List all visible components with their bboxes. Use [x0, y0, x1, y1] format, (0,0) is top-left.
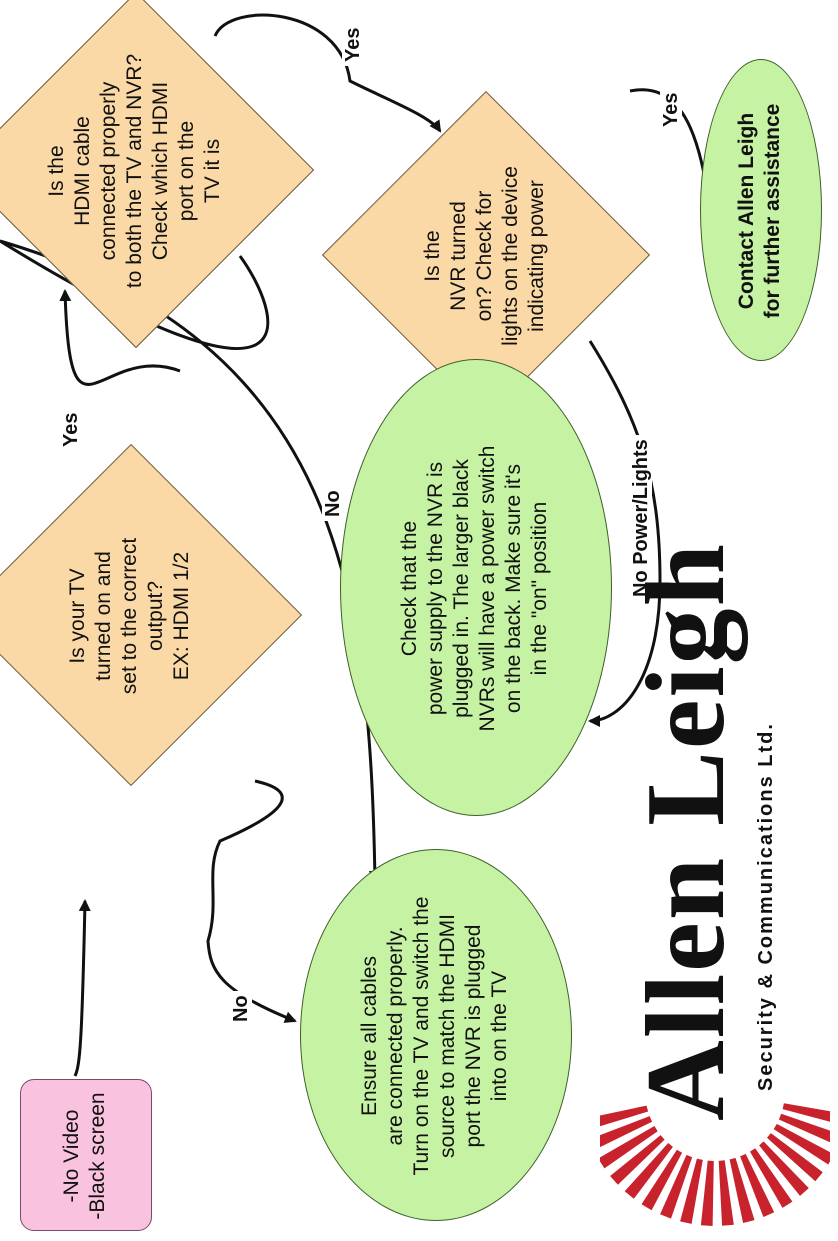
power-supply-text: Check that the power supply to the NVR i… [398, 445, 551, 732]
start-node-text: -No Video -Black screen [60, 1092, 109, 1220]
edge-label-hdmi-no: No [322, 486, 344, 521]
edge-hdmi-yes [213, 13, 442, 133]
logo-tagline: Security & Communications Ltd. [755, 722, 777, 1091]
logo-ray [660, 1154, 693, 1219]
logo-ray [600, 1126, 658, 1169]
logo-ray [729, 1157, 755, 1223]
logo-ray [740, 1153, 775, 1217]
edge-label-nvr-yes: Yes [660, 88, 682, 131]
logo-ray [600, 1116, 653, 1151]
logo-ray [759, 1141, 809, 1196]
edge-nvr-no [588, 340, 662, 727]
logo-ray [773, 1123, 830, 1165]
logo-ray [600, 1105, 649, 1131]
edge-label-tv-no: No [230, 991, 252, 1026]
allen-leigh-logo: Allen Leigh Security & Communications Lt… [600, 542, 838, 1241]
logo-ray [750, 1148, 793, 1208]
edge-start-to-tv [73, 899, 91, 1077]
tv-check-text: Is your TV turned on and set to the corr… [66, 537, 193, 695]
ensure-cables-text: Ensure all cables are connected properly… [358, 896, 511, 1176]
logo-ray [778, 1113, 830, 1146]
logo-ray [700, 1160, 714, 1226]
contact-text: Contact Allen Leigh for further assistan… [735, 103, 784, 319]
hdmi-check-text: Is the HDMI cable connected properly to … [45, 53, 224, 289]
edge-label-tv-yes: Yes [60, 408, 82, 451]
logo-ray [624, 1143, 673, 1199]
logo-ray [680, 1158, 703, 1224]
edge-label-hdmi-yes: Yes [342, 23, 364, 66]
edge-tv-no [206, 779, 297, 1023]
logo-ray [641, 1149, 683, 1211]
logo-ray [610, 1135, 665, 1185]
logo-ray [782, 1103, 830, 1126]
logo-name: Allen Leigh [624, 542, 748, 1121]
edge-tv-yes [59, 289, 181, 386]
sunburst-icon [600, 1103, 830, 1226]
logo-ray [718, 1160, 734, 1226]
logo-ray [767, 1133, 823, 1182]
